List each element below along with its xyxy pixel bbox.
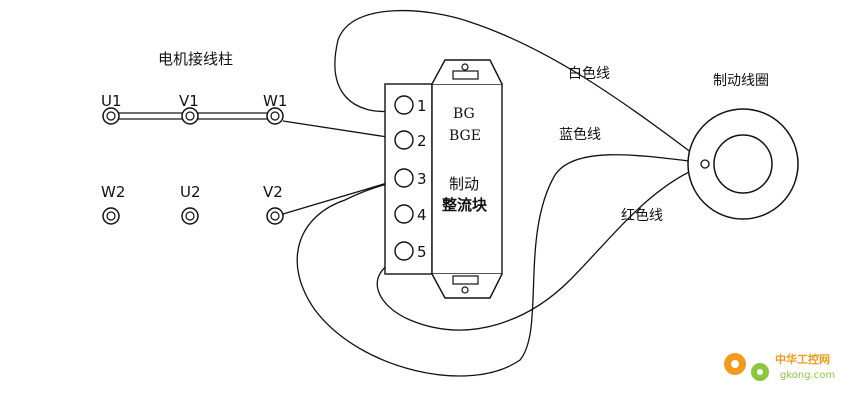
terminal-label-v1: V1: [179, 92, 199, 110]
terminal-w1: [266, 107, 284, 125]
coil-inner-ring: [713, 134, 773, 194]
svg-text:3: 3: [417, 170, 427, 188]
svg-text:1: 1: [417, 97, 427, 115]
terminal-label-u2: U2: [180, 183, 201, 201]
terminal-w2: [102, 207, 120, 225]
watermark-url: gkong.com: [780, 370, 835, 381]
mounting-hole-bottom: [461, 286, 469, 294]
terminal-u2: [181, 207, 199, 225]
terminal-label-w2: W2: [101, 183, 125, 201]
mounting-hole-top: [461, 63, 469, 71]
wire-label-red: 红色线: [621, 207, 663, 224]
rectifier-name-line1: 制动: [449, 175, 479, 193]
svg-text:2: 2: [417, 132, 427, 150]
rectifier-model-bge: BGE: [449, 128, 481, 144]
wire-label-white: 白色线: [568, 65, 610, 82]
terminal-u1: [102, 107, 120, 125]
gear-icon: [724, 353, 769, 381]
terminal-label-u1: U1: [101, 92, 122, 110]
svg-text:5: 5: [417, 243, 427, 261]
rectifier-pin-2: 2: [394, 130, 427, 150]
terminal-v1: [181, 107, 199, 125]
watermark-name: 中华工控网: [775, 352, 830, 366]
wires: [282, 9, 706, 377]
wire-w1-to-pin2: [282, 120, 395, 139]
brake-rectifier: 1 2 3 4 5 BG BGE 制动 整流块: [384, 59, 503, 299]
rectifier-name-line2: 整流块: [442, 196, 488, 214]
brake-coil-title: 制动线圈: [713, 73, 769, 89]
brake-coil: 制动线圈: [687, 73, 799, 220]
watermark: 中华工控网 gkong.com: [724, 352, 835, 381]
wire-white: [334, 9, 706, 164]
wire-label-blue: 蓝色线: [559, 126, 601, 143]
coil-terminal: [700, 159, 710, 169]
terminal-label-v2: V2: [263, 183, 283, 201]
motor-terminals-title: 电机接线柱: [158, 50, 233, 68]
rectifier-bottom-tab: [431, 273, 503, 299]
wire-blue: [296, 154, 706, 377]
rectifier-pin-strip: [384, 83, 433, 275]
terminal-label-w1: W1: [263, 92, 287, 110]
wire-red: [376, 164, 706, 331]
wire-v2-to-pin3: [282, 180, 395, 215]
svg-text:4: 4: [417, 206, 427, 224]
rectifier-model-bg: BG: [453, 106, 475, 122]
rectifier-pin-1: 1: [394, 95, 427, 115]
rectifier-pin-5: 5: [394, 241, 427, 261]
rectifier-pin-3: 3: [394, 168, 427, 188]
terminal-v2: [266, 207, 284, 225]
rectifier-pin-4: 4: [394, 204, 427, 224]
motor-terminal-block: 电机接线柱 U1 V1 W1 W2 U2 V2: [101, 50, 287, 225]
